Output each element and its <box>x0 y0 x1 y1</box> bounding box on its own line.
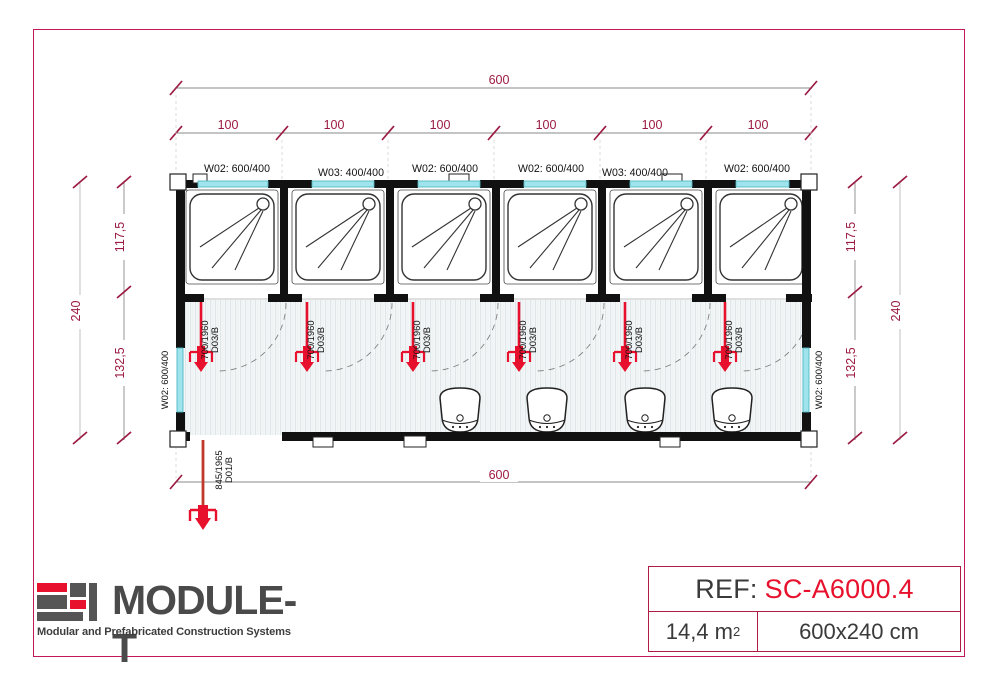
shower-cabin <box>185 189 279 285</box>
door-code: D03/B <box>527 327 538 353</box>
size-value: 600x240 cm <box>799 618 919 644</box>
cabin-door: D03/B 700/1960 <box>294 302 326 372</box>
title-block-reference-row: REF: SC-A6000.4 <box>649 567 960 612</box>
cabin-partitions <box>178 181 812 302</box>
door-size: 700/1960 <box>411 320 422 359</box>
dim-top-seg-5: 100 <box>642 118 663 132</box>
shower-cabins <box>185 189 807 285</box>
window-label-left: W02: 600/400 <box>159 351 170 409</box>
shower-cabin <box>609 189 703 285</box>
dim-top-seg-1: 100 <box>218 118 239 132</box>
washbasin <box>439 387 481 433</box>
sheet-border <box>33 29 965 657</box>
dim-left-seg-1: 117,5 <box>113 222 127 252</box>
door-code: D03/B <box>209 327 220 353</box>
entrance-door: D01/B 845/1965 <box>188 440 234 530</box>
logo-word-dash: - <box>283 577 298 623</box>
dimension-top-overall: 600 <box>169 72 818 96</box>
corridor-floor <box>183 300 805 435</box>
door-swing-arcs <box>217 302 811 372</box>
door-size: 700/1960 <box>517 320 528 359</box>
shower-cabin <box>503 189 597 285</box>
dim-top-seg-4: 100 <box>536 118 557 132</box>
dim-top-seg-3: 100 <box>430 118 451 132</box>
logo-word-t: T <box>112 625 137 671</box>
window-label: W02: 600/400 <box>724 163 790 175</box>
window-glass <box>802 347 810 413</box>
dim-bottom-overall-text: 600 <box>489 468 510 482</box>
dim-top-seg-6: 100 <box>748 118 769 132</box>
washbasin <box>711 387 753 433</box>
window-glass <box>629 180 693 188</box>
window-label: W02: 600/400 <box>518 163 584 175</box>
cabin-door: D03/B 700/1960 <box>400 302 432 372</box>
cabin-door: D03/B 700/1960 <box>612 302 644 372</box>
cabin-door: D03/B 700/1960 <box>188 302 220 372</box>
window-labels-top: W02: 600/400 W03: 400/400 W02: 600/400 W… <box>204 163 790 179</box>
door-code: D03/B <box>633 327 644 353</box>
window-glass <box>197 180 269 188</box>
door-code: D03/B <box>315 327 326 353</box>
cabin-door: D03/B 700/1960 <box>506 302 538 372</box>
area-number: 14,4 m <box>665 618 734 644</box>
window-glass <box>735 180 790 188</box>
logo-mark-icon <box>37 583 97 621</box>
cabin-door: D03/B 700/1960 <box>712 302 744 372</box>
shower-cabin <box>397 189 491 285</box>
dim-right-seg-1: 117,5 <box>844 222 858 252</box>
dimension-top-segments: 100 100 100 100 100 100 <box>169 118 818 141</box>
window-glass <box>311 180 375 188</box>
entrance-door-size: 845/1965 <box>213 450 224 489</box>
reference-label: REF: <box>695 573 758 604</box>
window-glass <box>523 180 587 188</box>
entrance-door-code: D01/B <box>223 457 234 483</box>
windows <box>176 180 810 413</box>
door-code: D03/B <box>733 327 744 353</box>
shower-cabin <box>715 189 807 285</box>
window-label-right: W02: 600/400 <box>813 351 824 409</box>
dim-right-seg-2: 132,5 <box>844 347 858 378</box>
reference-value: SC-A6000.4 <box>764 573 914 604</box>
cabin-doors: D03/B 700/1960 D03/B 700/1960 <box>188 302 744 372</box>
dimension-left-overall: 240 <box>69 175 88 445</box>
dim-left-overall-text: 240 <box>69 301 83 322</box>
window-glass <box>176 347 184 413</box>
window-label: W03: 400/400 <box>602 167 668 179</box>
washbasin <box>624 387 666 433</box>
door-size: 700/1960 <box>723 320 734 359</box>
dim-right-overall-text: 240 <box>889 301 903 322</box>
window-glass <box>417 180 481 188</box>
door-size: 700/1960 <box>623 320 634 359</box>
dim-top-seg-2: 100 <box>324 118 345 132</box>
washbasin <box>526 387 568 433</box>
company-logo: MODULE- T Modular and Prefabricated Const… <box>36 577 316 671</box>
window-label: W02: 600/400 <box>412 163 478 175</box>
window-label: W03: 400/400 <box>318 167 384 179</box>
extension-lines-top <box>175 95 812 180</box>
corner-posts <box>169 173 818 448</box>
dimension-bottom-overall: 600 <box>169 446 818 490</box>
washbasins <box>439 387 753 433</box>
window-label: W02: 600/400 <box>204 163 270 175</box>
logo-wordmark: MODULE- T <box>112 576 316 672</box>
logo-word-module: MODULE <box>112 577 285 623</box>
door-size: 700/1960 <box>199 320 210 359</box>
door-code: D03/B <box>421 327 432 353</box>
logo-tagline: Modular and Prefabricated Construction S… <box>37 626 291 638</box>
dimension-left-segments: 117,5 132,5 <box>113 175 132 445</box>
area-exponent: 2 <box>733 624 741 639</box>
dim-left-seg-2: 132,5 <box>113 347 127 378</box>
door-size: 700/1960 <box>305 320 316 359</box>
dim-top-overall-text: 600 <box>489 73 510 87</box>
shower-cabin <box>291 189 385 285</box>
dimension-right-overall: 240 <box>889 175 908 445</box>
dimension-right-segments: 117,5 132,5 <box>844 175 863 445</box>
